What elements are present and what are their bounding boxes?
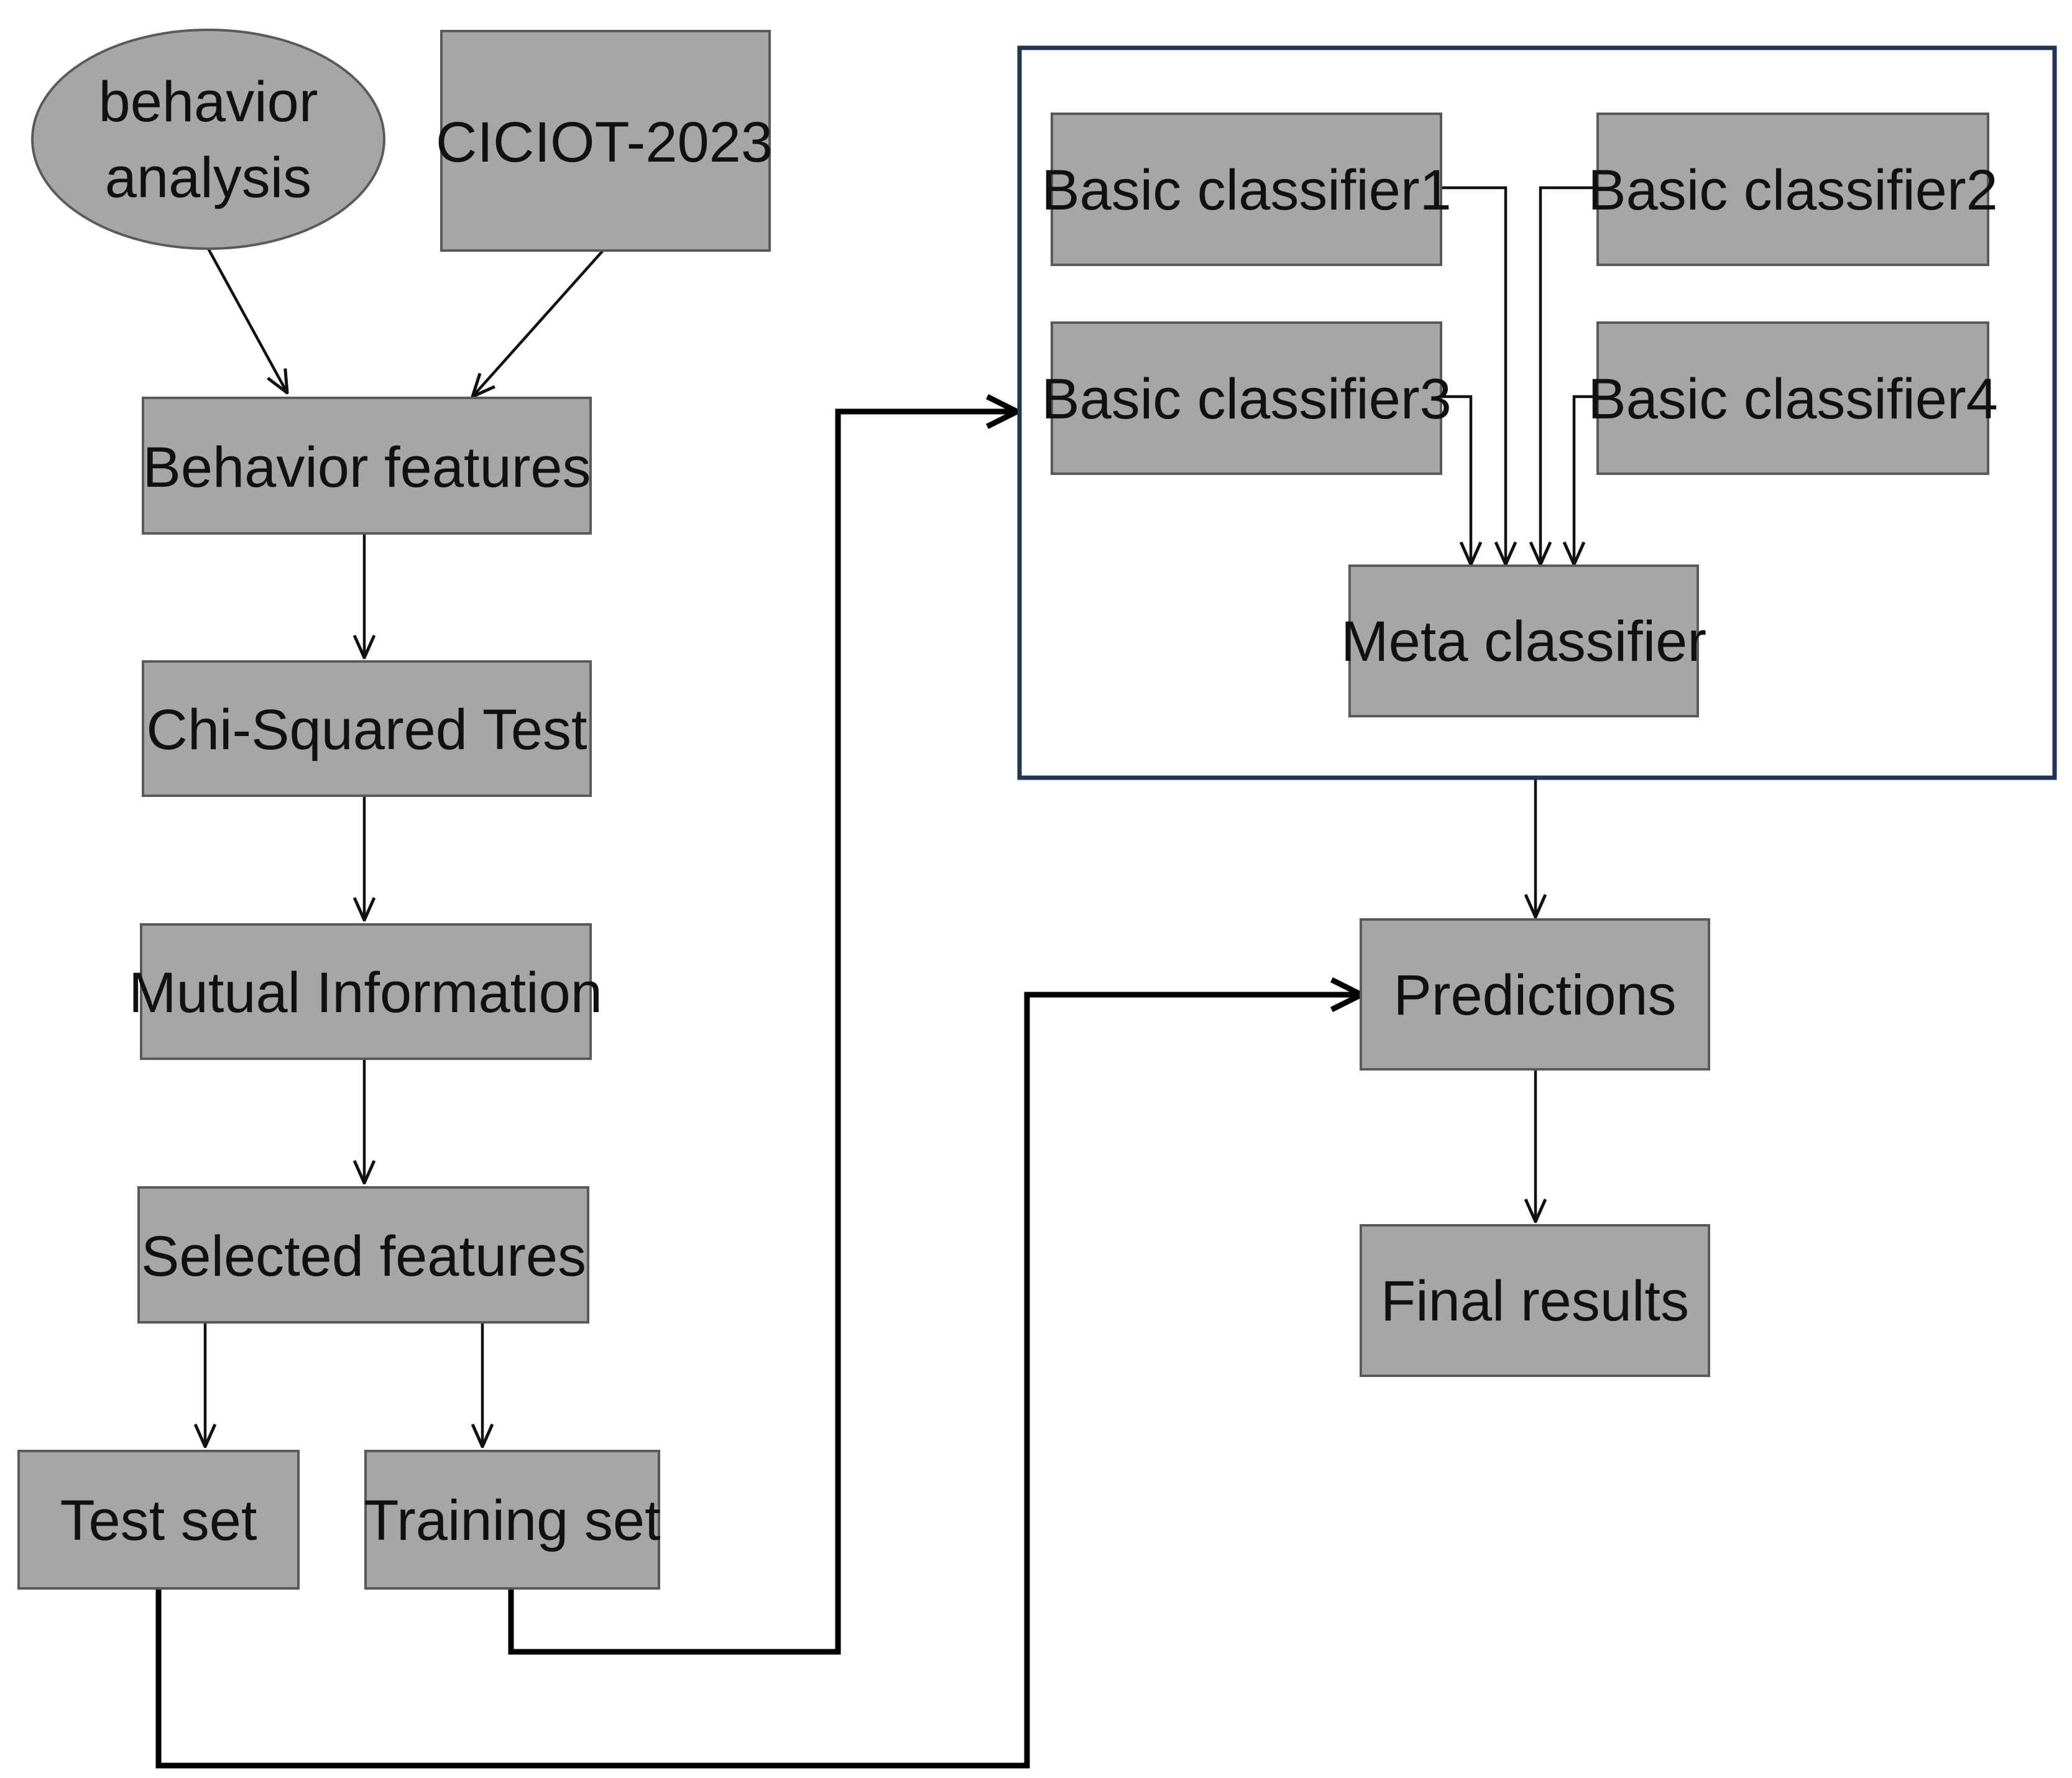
- basic-classifier3-label: Basic classifier3: [1041, 367, 1452, 431]
- behavior-features-label: Behavior features: [142, 436, 591, 499]
- node-chi-squared-test: Chi-Squared Test: [142, 660, 592, 797]
- edge-behavior-analysis-to-behavior-features: [207, 247, 287, 393]
- node-test-set: Test set: [17, 1450, 300, 1590]
- node-final-results: Final results: [1360, 1224, 1710, 1377]
- node-meta-classifier: Meta classifier: [1341, 564, 1706, 717]
- node-basic-classifier3: Basic classifier3: [1041, 321, 1452, 475]
- node-basic-classifier2: Basic classifier2: [1588, 113, 1998, 266]
- training-set-label: Training set: [364, 1489, 660, 1552]
- connectors: [205, 186, 1598, 1447]
- selected-features-label: Selected features: [141, 1225, 586, 1288]
- edge-classifier3-to-meta: [1441, 395, 1471, 564]
- test-set-label: Test set: [60, 1489, 257, 1552]
- edge-classifier1-to-meta: [1441, 186, 1506, 564]
- basic-classifier2-label: Basic classifier2: [1588, 159, 1998, 222]
- node-predictions: Predictions: [1360, 918, 1710, 1071]
- edge-classifier4-to-meta: [1574, 395, 1598, 564]
- node-behavior-analysis: behavior analysis: [31, 29, 385, 250]
- node-ciciot: CICIOT-2023: [436, 30, 773, 252]
- node-selected-features: Selected features: [137, 1186, 589, 1324]
- basic-classifier4-label: Basic classifier4: [1588, 367, 1998, 431]
- node-training-set: Training set: [364, 1450, 661, 1590]
- mutual-information-label: Mutual Information: [129, 961, 602, 1025]
- behavior-analysis-line2: analysis: [105, 146, 311, 210]
- stacking-ensemble-frame: [1017, 45, 2057, 780]
- node-mutual-information: Mutual Information: [129, 923, 602, 1060]
- basic-classifier1-label: Basic classifier1: [1041, 159, 1452, 222]
- predictions-label: Predictions: [1393, 964, 1676, 1027]
- ciciot-label: CICIOT-2023: [436, 111, 773, 174]
- node-basic-classifier4: Basic classifier4: [1588, 321, 1998, 475]
- meta-classifier-label: Meta classifier: [1341, 610, 1706, 673]
- node-basic-classifier1: Basic classifier1: [1041, 113, 1452, 266]
- node-behavior-features: Behavior features: [142, 397, 592, 535]
- edge-classifier2-to-meta: [1540, 186, 1598, 564]
- edge-ciciot-to-behavior-features: [472, 249, 604, 397]
- edge-training-set-to-ensemble: [508, 412, 1017, 1655]
- behavior-analysis-line1: behavior: [99, 70, 318, 134]
- edge-test-set-to-predictions: [155, 995, 1361, 1769]
- chi-squared-label: Chi-Squared Test: [146, 698, 587, 762]
- final-results-label: Final results: [1381, 1269, 1689, 1333]
- data-flow-connectors: [155, 412, 1361, 1769]
